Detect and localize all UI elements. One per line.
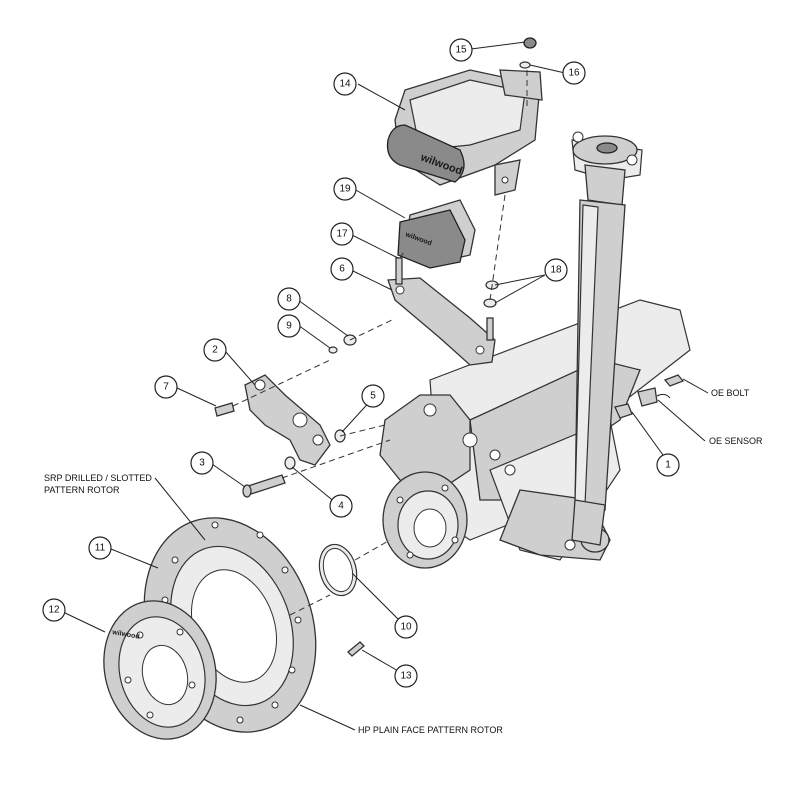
svg-text:12: 12 [48,605,60,616]
svg-text:19: 19 [339,184,351,195]
svg-text:9: 9 [286,321,292,332]
callout-7: 7 [154,375,178,399]
caliper: wilwood [386,69,543,196]
shock-absorber [571,131,643,546]
label-srp-line1: SRP DRILLED / SLOTTED [44,473,152,483]
label-oe-sensor: OE SENSOR [709,436,763,446]
svg-text:6: 6 [339,264,345,275]
svg-text:3: 3 [199,458,205,469]
svg-text:1: 1 [665,460,671,471]
label-hp-plain: HP PLAIN FACE PATTERN ROTOR [358,725,503,735]
assembly-lines [232,70,528,616]
callout-1: 1 [656,453,680,477]
label-oe-bolt: OE BOLT [711,388,750,398]
label-srp-line2: PATTERN ROTOR [44,485,120,495]
svg-text:7: 7 [163,382,169,393]
callout-5: 5 [361,384,385,408]
callout-17: 17 [330,222,354,246]
callout-6: 6 [330,257,354,281]
callout-11: 11 [88,536,112,560]
adapter-bracket [244,374,331,466]
svg-text:16: 16 [568,68,580,79]
hardware [214,37,685,657]
callout-15: 15 [449,38,473,62]
callout-13: 13 [394,664,418,688]
svg-text:14: 14 [339,79,351,90]
callout-14: 14 [333,72,357,96]
caliper-bracket [387,257,496,366]
brand-logo-hat: wilwood [111,629,140,641]
brake-pads: wilwood [397,199,476,269]
callout-8: 8 [277,287,301,311]
svg-text:8: 8 [286,294,292,305]
callout-10: 10 [394,615,418,639]
callout-4: 4 [329,494,353,518]
svg-text:13: 13 [400,671,412,682]
callout-16: 16 [562,61,586,85]
svg-text:11: 11 [95,543,106,554]
callout-3: 3 [190,451,214,475]
svg-text:10: 10 [400,622,412,633]
callout-2: 2 [203,338,227,362]
svg-text:17: 17 [336,229,348,240]
callout-9: 9 [277,314,301,338]
rear-axle-assembly [379,299,691,569]
callout-19: 19 [333,177,357,201]
svg-text:15: 15 [455,45,467,56]
callout-18: 18 [544,258,568,282]
rotor-hat: wilwood [103,600,217,740]
svg-text:18: 18 [550,265,562,276]
callout-12: 12 [42,598,66,622]
svg-text:2: 2 [212,345,218,356]
svg-text:5: 5 [370,391,376,402]
svg-text:4: 4 [338,501,344,512]
